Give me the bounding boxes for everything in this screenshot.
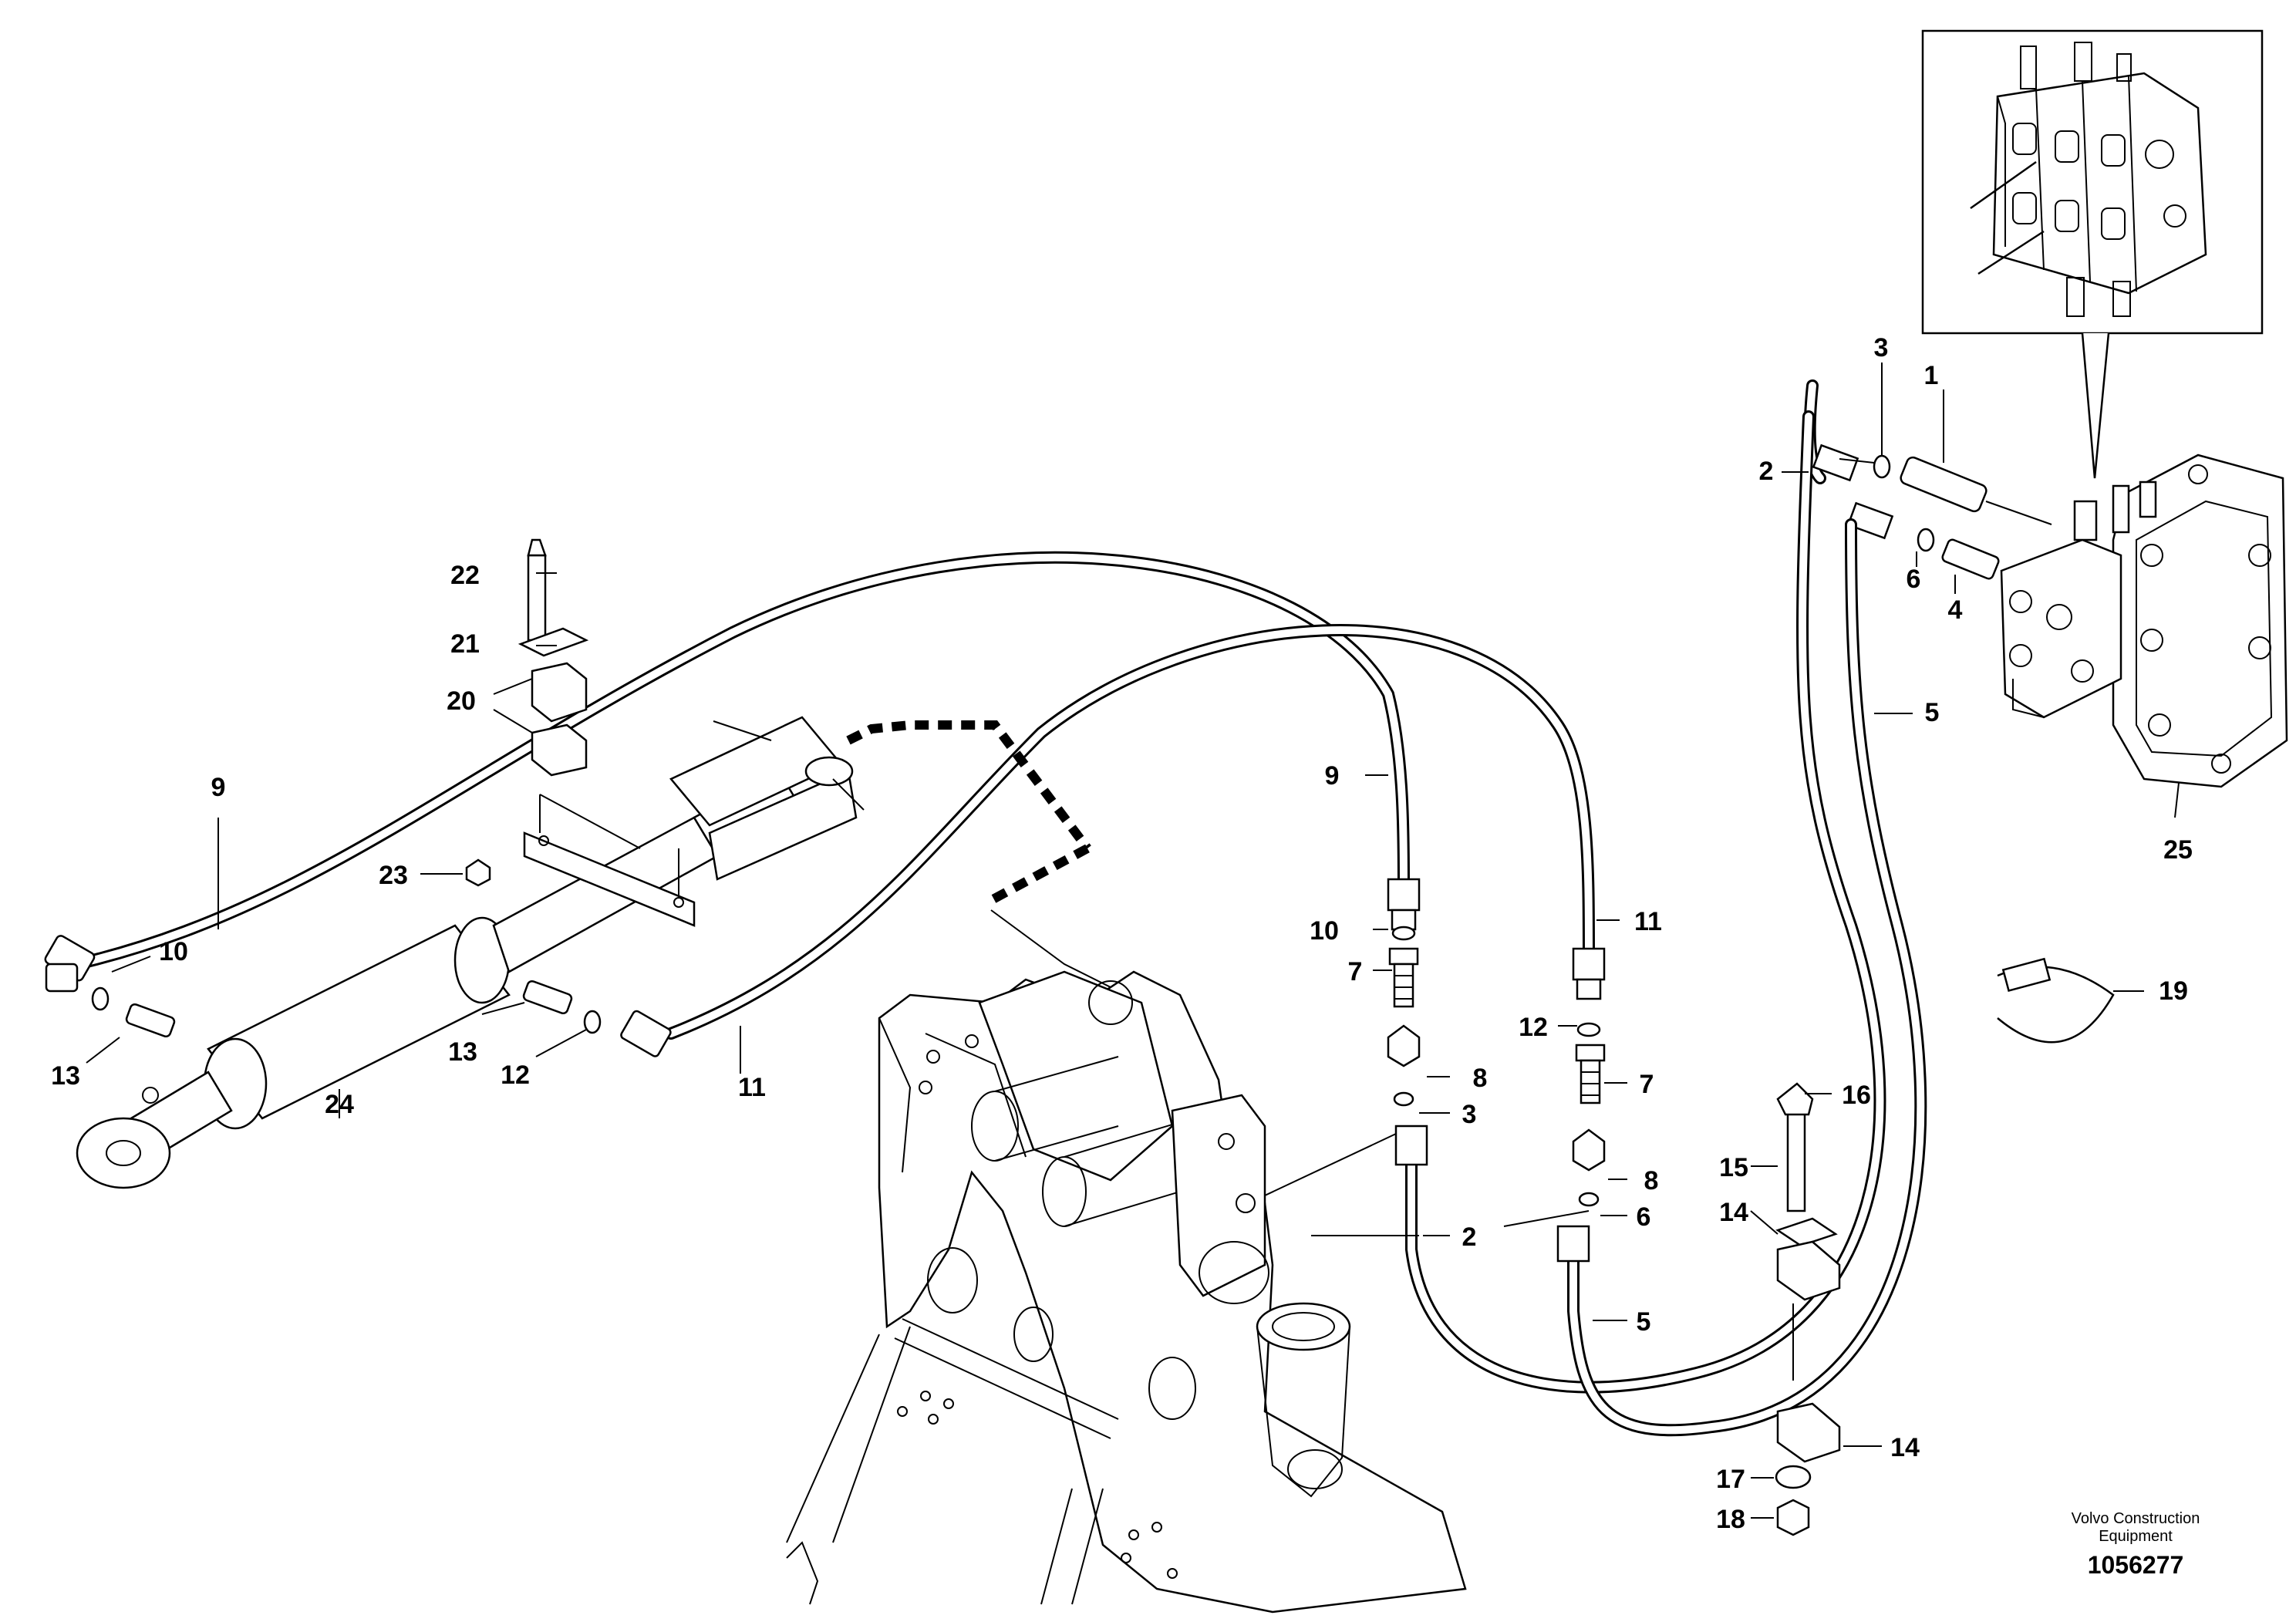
label-3: 3: [1874, 333, 1889, 363]
label-9: 9: [1325, 761, 1340, 791]
label-13: 13: [448, 1037, 477, 1067]
loader-frame: [786, 970, 1467, 1614]
leader-lines: [86, 363, 2180, 1519]
label-10: 10: [1310, 916, 1339, 946]
clamp-assembly-14: [1775, 1082, 1841, 1536]
label-17: 17: [1716, 1465, 1745, 1494]
valve-detail-inset: [1921, 29, 2264, 479]
label-14: 14: [1890, 1433, 1920, 1462]
label-6: 6: [1637, 1202, 1651, 1232]
label-25: 25: [2163, 835, 2193, 865]
label-12: 12: [501, 1061, 530, 1090]
label-11: 11: [738, 1073, 766, 1102]
label-18: 18: [1716, 1505, 1745, 1534]
label-20: 20: [447, 686, 476, 716]
fitting-stack-right: [1572, 1022, 1606, 1207]
label-12: 12: [1519, 1013, 1548, 1042]
label-23: 23: [379, 861, 408, 890]
label-9: 9: [211, 773, 226, 802]
document-number: 1056277: [2088, 1551, 2184, 1579]
label-10: 10: [159, 937, 188, 966]
label-24: 24: [325, 1090, 354, 1119]
label-7: 7: [1348, 957, 1363, 986]
label-2: 2: [1759, 457, 1774, 486]
label-6: 6: [1907, 565, 1921, 594]
label-7: 7: [1640, 1070, 1654, 1099]
callout-labels: 1 3 2 6 4 5 25 19 22 21 20 9 23 10 13 24…: [51, 333, 2193, 1534]
hydraulic-cylinder-24: [76, 716, 865, 1189]
label-2: 2: [1462, 1222, 1477, 1252]
label-13: 13: [51, 1061, 80, 1091]
valve-block-detail: [1970, 42, 2207, 317]
label-15: 15: [1719, 1153, 1748, 1182]
clamp-assembly-20: [465, 538, 589, 887]
label-19: 19: [2159, 976, 2188, 1006]
label-22: 22: [450, 561, 480, 590]
label-5: 5: [1925, 698, 1940, 727]
brand-line-2: Equipment: [2099, 1528, 2173, 1545]
label-3: 3: [1462, 1100, 1477, 1129]
hose-strap-19: [1997, 957, 2115, 1044]
label-5: 5: [1637, 1307, 1651, 1337]
label-1: 1: [1924, 361, 1939, 390]
fittings-valve: [1803, 379, 2052, 580]
brand-line-1: Volvo Construction: [2072, 1510, 2200, 1527]
label-14: 14: [1719, 1198, 1748, 1227]
hose-9-11-group: [44, 551, 1606, 1057]
label-8: 8: [1473, 1064, 1488, 1093]
publisher-footer: Volvo Construction Equipment 1056277: [2072, 1510, 2200, 1579]
hose-2-5-group: [1394, 410, 1927, 1437]
label-4: 4: [1948, 595, 1963, 625]
label-16: 16: [1842, 1081, 1871, 1110]
fitting-stack-left: [1387, 926, 1421, 1107]
label-21: 21: [450, 629, 480, 659]
label-11: 11: [1634, 907, 1662, 936]
control-valve-25: [2000, 454, 2288, 788]
label-8: 8: [1644, 1166, 1659, 1195]
